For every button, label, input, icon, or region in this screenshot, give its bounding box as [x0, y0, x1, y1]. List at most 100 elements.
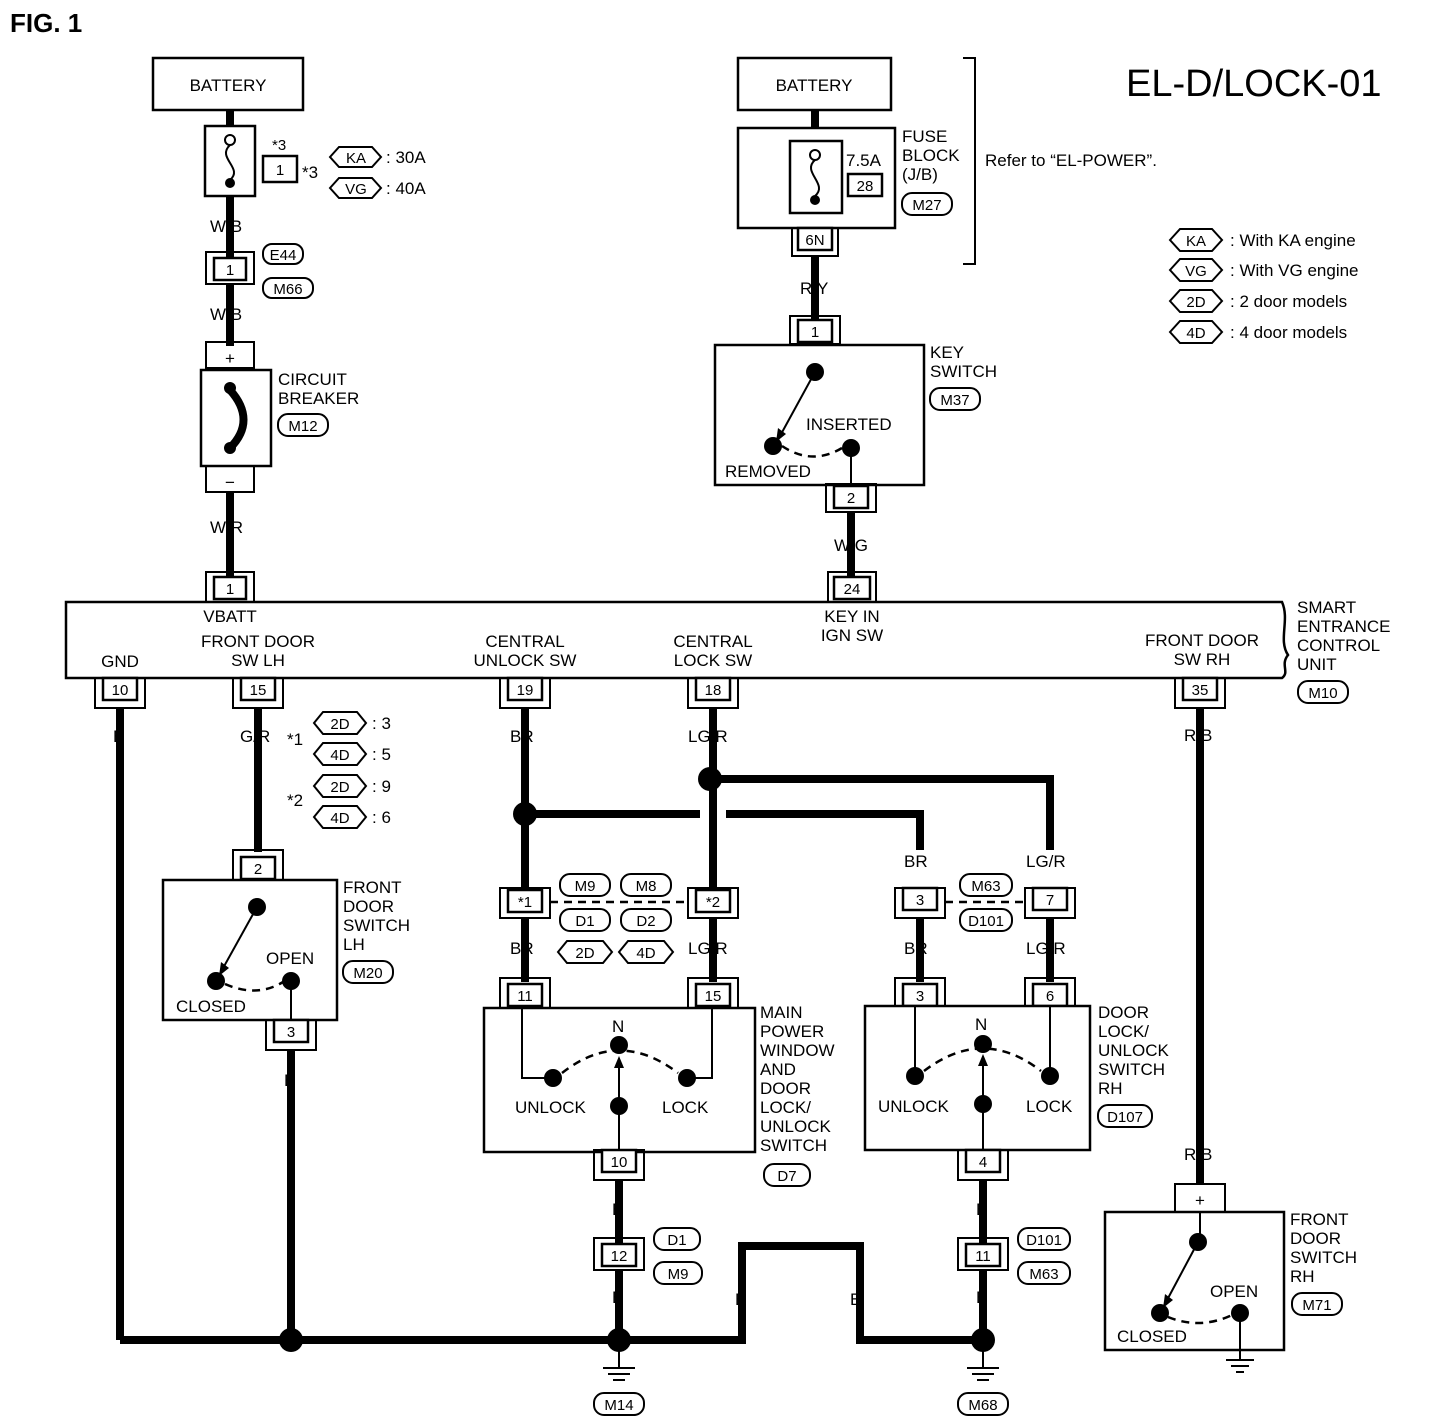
connector-id: D2	[636, 913, 655, 930]
wire-color: B	[612, 1288, 623, 1307]
component-label: UNLOCK	[760, 1117, 832, 1136]
wire-color: B	[850, 1290, 861, 1309]
fusible-link: 1 *3 *3 KA : 30A VG : 40A	[203, 124, 426, 199]
note-mark: *1	[287, 730, 303, 749]
component-label: AND	[760, 1060, 796, 1079]
component-label: POWER	[760, 1022, 824, 1041]
connector-m63-d101: 3 7 M63 D101	[894, 873, 1076, 932]
notes: *1 2D : 3 4D : 5 *2 2D : 9 4D : 6	[287, 711, 391, 829]
battery-left: BATTERY	[151, 56, 305, 112]
component-label: DOOR	[760, 1079, 811, 1098]
note-tag: 4D	[330, 810, 349, 827]
connector-id: M20	[353, 965, 382, 982]
open-label: OPEN	[266, 949, 314, 968]
connector-id: M10	[1308, 685, 1337, 702]
fuse-amp: 7.5A	[846, 151, 882, 170]
removed-label: REMOVED	[725, 462, 811, 481]
wire-color: B	[612, 1200, 623, 1219]
terminal-label: KEY IN	[824, 607, 879, 626]
component-label: RH	[1290, 1267, 1315, 1286]
component-label: MAIN	[760, 1003, 803, 1022]
terminal-label: LOCK SW	[674, 651, 752, 670]
connector-id: D101	[968, 913, 1004, 930]
wire-color: G/R	[240, 727, 270, 746]
wire-color: B	[976, 1200, 987, 1219]
lock-label: LOCK	[1026, 1097, 1073, 1116]
refer-note: Refer to “EL-POWER”.	[985, 151, 1157, 170]
component-label: SWITCH	[1098, 1060, 1165, 1079]
legend-code: VG	[1185, 263, 1207, 280]
ka-tag: KA	[346, 150, 366, 167]
terminal-label: VBATT	[203, 607, 257, 626]
note-value: : 6	[372, 808, 391, 827]
component-label: SWITCH	[760, 1136, 827, 1155]
connector-d1-m9: 12 D1 M9	[593, 1227, 703, 1285]
component-label: UNIT	[1297, 655, 1337, 674]
unlock-label: UNLOCK	[515, 1098, 587, 1117]
vg-tag: VG	[345, 181, 367, 198]
minus-sign: −	[225, 473, 235, 492]
wire-color: W/R	[210, 518, 243, 537]
connector-id: M63	[1029, 1266, 1058, 1283]
component-label: SWITCH	[930, 362, 997, 381]
component-label: LH	[343, 935, 365, 954]
unlock-label: UNLOCK	[878, 1097, 950, 1116]
pin-number: 24	[844, 581, 861, 598]
terminal-label: SW RH	[1174, 650, 1231, 669]
component-label: FRONT	[1290, 1210, 1349, 1229]
connector-id: M68	[968, 1397, 997, 1414]
connector-id: M12	[288, 418, 317, 435]
component-label: ENTRANCE	[1297, 617, 1391, 636]
component-label: BREAKER	[278, 389, 359, 408]
connector-id: M8	[636, 878, 657, 895]
note-value: : 5	[372, 745, 391, 764]
fuse-note: *3	[272, 137, 286, 154]
front-door-switch-rh: + OPEN CLOSED FRONT DOOR SWITCH RH M71	[1103, 1183, 1357, 1373]
door-lock-switch-rh: 3 6 N UNLOCK LOCK 4 DOOR LOCK/ UNLOCK SW…	[863, 977, 1170, 1181]
lock-label: LOCK	[662, 1098, 709, 1117]
component-label: LOCK/	[1098, 1022, 1149, 1041]
vg-value: : 40A	[386, 179, 426, 198]
fuse-block: 7.5A 28 FUSE BLOCK (J/B) M27 6N Refer to…	[736, 57, 1157, 265]
pin-number: 11	[975, 1248, 991, 1265]
wire-color: R/B	[1184, 1145, 1212, 1164]
terminal-label: CENTRAL	[485, 632, 564, 651]
diagram-id: EL-D/LOCK-01	[1126, 63, 1382, 105]
terminal-label: FRONT DOOR	[201, 632, 315, 651]
closed-label: CLOSED	[1117, 1327, 1187, 1346]
closed-label: CLOSED	[176, 997, 246, 1016]
component-label: LOCK/	[760, 1098, 811, 1117]
front-door-switch-lh: 2 OPEN CLOSED 3 FRONT DOOR SWITCH LH M20	[161, 849, 410, 1051]
terminal-label: SW LH	[231, 651, 285, 670]
terminal-label: GND	[101, 652, 139, 671]
connector-id: D1	[667, 1232, 686, 1249]
component-label: SWITCH	[343, 916, 410, 935]
component-label: DOOR	[1098, 1003, 1149, 1022]
legend-code: 2D	[1186, 294, 1205, 311]
smart-entrance-control-unit: 1 24 VBATT KEY IN IGN SW GND FRONT DOOR …	[64, 571, 1391, 709]
pin-number: 1	[226, 262, 234, 279]
pin-number: 15	[250, 682, 267, 699]
wire-color: LG/R	[1026, 852, 1066, 871]
wire-color: LG/R	[688, 727, 728, 746]
note-value: : 3	[372, 714, 391, 733]
main-power-window-switch: 11 15 N UNLOCK LOCK 10 MAIN POWER WINDOW…	[482, 977, 835, 1187]
pin-number: 19	[517, 682, 534, 699]
pin-number: 2	[847, 490, 855, 507]
pin-number: 1	[226, 581, 234, 598]
pin-number: 3	[916, 988, 924, 1005]
model-tag: 2D	[575, 945, 594, 962]
pin-number: 11	[517, 988, 533, 1005]
neutral-label: N	[612, 1017, 624, 1036]
legend-text: : With VG engine	[1230, 261, 1359, 280]
note-mark: *2	[287, 791, 303, 810]
connector-id: D107	[1107, 1109, 1143, 1126]
component-label: KEY	[930, 343, 964, 362]
open-label: OPEN	[1210, 1282, 1258, 1301]
pin-number: 4	[979, 1154, 987, 1171]
wire-color: BR	[510, 727, 534, 746]
legend-text: : 2 door models	[1230, 292, 1347, 311]
connector-id: M66	[273, 281, 302, 298]
wire-color: R/Y	[800, 279, 828, 298]
terminal-label: CENTRAL	[673, 632, 752, 651]
